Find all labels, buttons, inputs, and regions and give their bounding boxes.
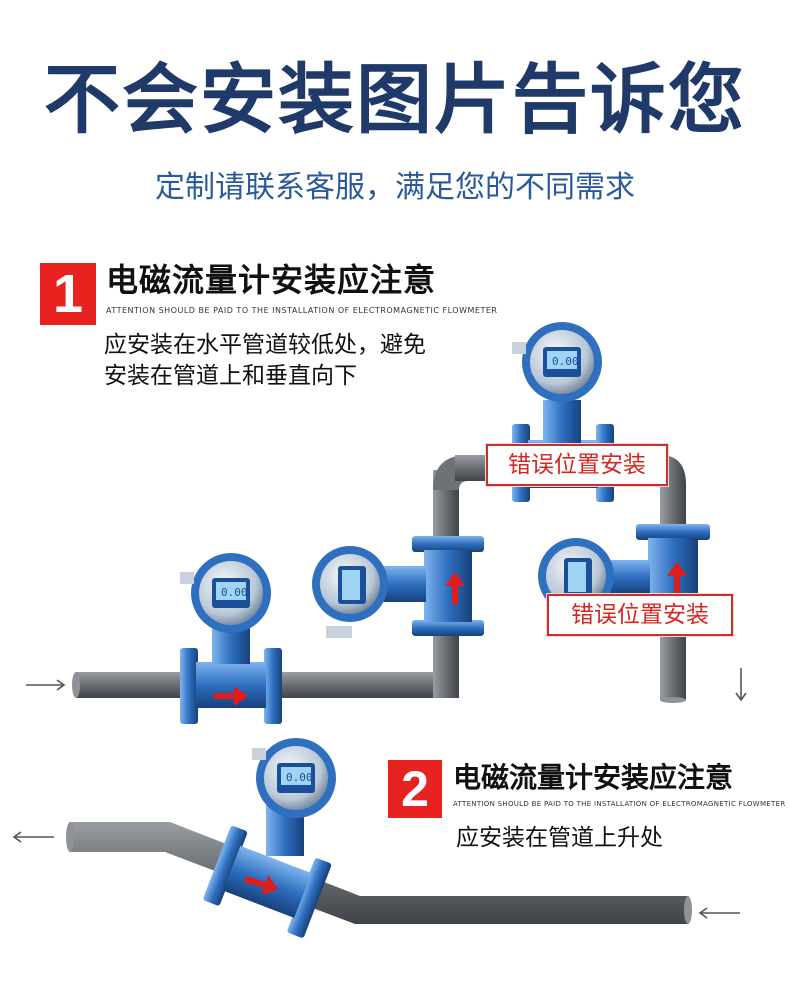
meter-c-display: 0.00	[552, 355, 579, 368]
section1-number-badge: 1	[40, 263, 96, 325]
page-subtitle: 定制请联系客服，满足您的不同需求	[155, 170, 635, 205]
section1-title: 电磁流量计安装应注意	[106, 261, 437, 299]
section1-desc-line2: 安装在管道上和垂直向下	[104, 363, 357, 389]
wrong-position-label-top: 错误位置安装	[486, 444, 668, 486]
section2-number-badge: 2	[388, 760, 442, 818]
meter-a-display: 0.00	[221, 586, 248, 599]
section2-subtitle-en: ATTENTION SHOULD BE PAID TO THE INSTALLA…	[453, 800, 786, 808]
section2-description: 应安装在管道上升处	[456, 825, 663, 851]
inlet-arrow-icon	[26, 679, 66, 691]
wrong-position-label-right: 错误位置安装	[547, 594, 733, 636]
section1-desc-line1: 应安装在水平管道较低处，避免	[104, 332, 426, 358]
section1-description: 应安装在水平管道较低处，避免 安装在管道上和垂直向下	[104, 330, 484, 392]
downward-arrow-icon	[735, 668, 747, 702]
section2-title: 电磁流量计安装应注意	[453, 761, 734, 794]
meter-e-display: 0.00	[286, 771, 313, 784]
flowmeter-correct-low	[180, 553, 282, 724]
outlet-arrow-icon	[12, 831, 54, 843]
section1-subtitle-en: ATTENTION SHOULD BE PAID TO THE INSTALLA…	[106, 306, 498, 315]
flowmeter-correct-rising-head	[244, 738, 336, 895]
inlet-arrow-right-icon	[698, 907, 740, 919]
page-title: 不会安装图片告诉您	[44, 55, 746, 144]
flowmeter-on-riser	[312, 536, 484, 638]
